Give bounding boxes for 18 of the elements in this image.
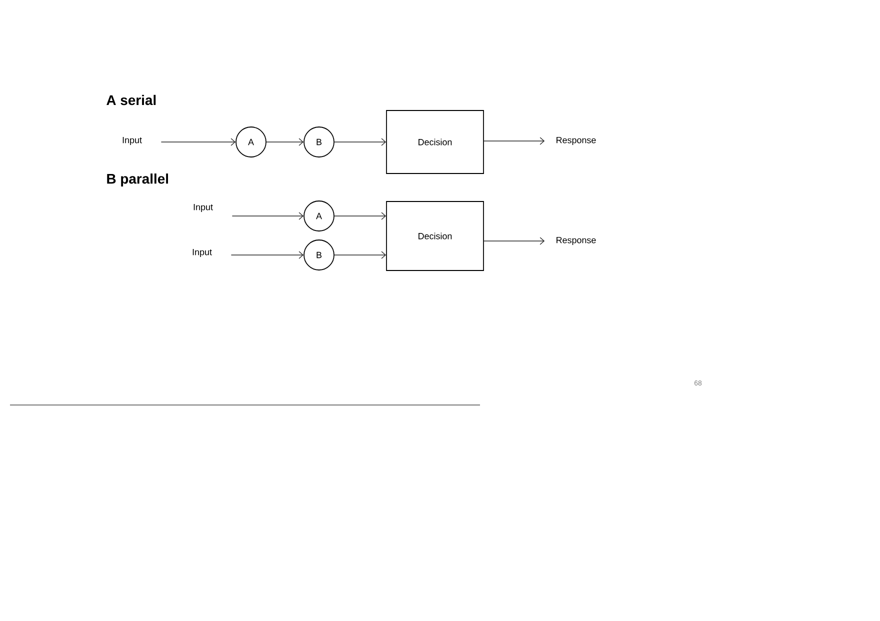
arrow (230, 251, 304, 259)
arrow (484, 137, 545, 145)
arrow (334, 138, 386, 146)
arrow (484, 237, 545, 245)
arrow (160, 138, 236, 146)
node-text: Input (194, 204, 213, 212)
node-text: Response (556, 236, 596, 245)
arrow (334, 251, 386, 259)
heading: B parallel (107, 174, 168, 186)
heading: A serial (106, 94, 156, 106)
arrow (232, 212, 304, 220)
decision-box: Decision (386, 110, 484, 174)
arrow (266, 138, 304, 146)
node-text: Input (122, 136, 142, 145)
arrow (334, 212, 386, 220)
node-text: Response (556, 136, 596, 145)
node-text: Input (192, 248, 212, 257)
decision-box: Decision (386, 201, 484, 271)
